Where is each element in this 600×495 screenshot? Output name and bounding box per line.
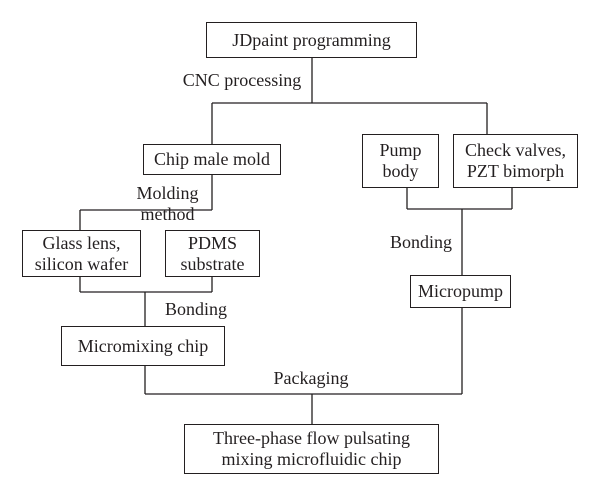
node-pump-body: Pump body [362,134,439,188]
node-check-valves-pzt-bimorph: Check valves, PZT bimorph [453,134,578,188]
node-micropump: Micropump [410,275,511,308]
label-bonding-left: Bonding [164,299,227,319]
node-final-microfluidic-chip: Three-phase flow pulsating mixing microf… [184,424,439,474]
label-bonding-right: Bonding [389,232,452,252]
node-chip-male-mold: Chip male mold [143,144,281,175]
label-molding-method: Molding method [136,183,199,224]
label-cnc-processing: CNC processing [182,70,302,90]
node-pdms-substrate: PDMS substrate [165,230,260,277]
label-packaging: Packaging [273,368,349,388]
node-glass-lens-silicon-wafer: Glass lens, silicon wafer [22,230,141,277]
node-jdpaint-programming: JDpaint programming [206,22,417,58]
node-micromixing-chip: Micromixing chip [61,326,225,366]
